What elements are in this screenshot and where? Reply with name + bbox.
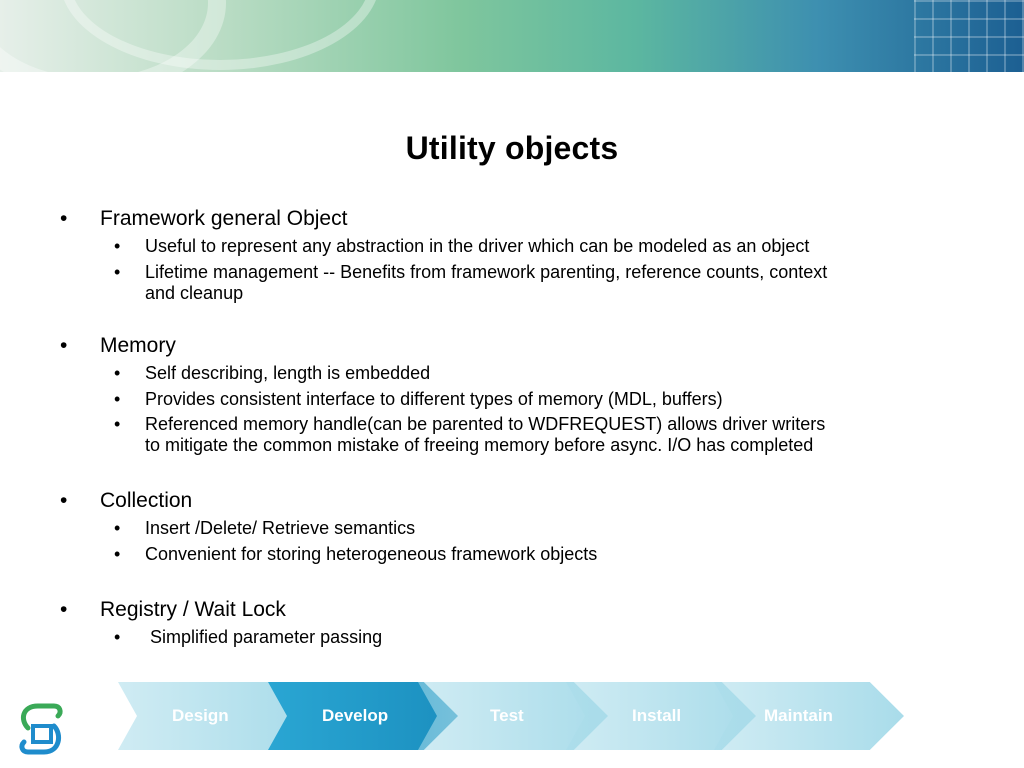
stage-label-test: Test — [490, 706, 524, 725]
section-heading: Collection — [100, 489, 193, 512]
bullet-l1: • — [60, 598, 68, 621]
bullet-l2: • — [114, 544, 121, 564]
banner-decor-grid — [914, 0, 1024, 72]
section-heading: Framework general Object — [100, 207, 348, 230]
bullet-l2: • — [114, 363, 121, 383]
logo-blue-square — [31, 724, 53, 744]
bullet-l1: • — [60, 489, 68, 512]
list-item: Convenient for storing heterogeneous fra… — [145, 544, 598, 564]
list-item: Insert /Delete/ Retrieve semantics — [145, 518, 416, 538]
lifecycle-flow: Design Develop Test Install Maintain — [0, 676, 1024, 768]
header-banner — [0, 0, 1024, 72]
list-item: Useful to represent any abstraction in t… — [145, 236, 810, 256]
bullet-l1: • — [60, 334, 68, 357]
logo-icon — [19, 703, 63, 755]
section-heading: Memory — [100, 334, 176, 357]
list-item: Self describing, length is embedded — [145, 363, 431, 383]
bullet-l2: • — [114, 236, 121, 256]
stage-label-develop: Develop — [322, 706, 389, 725]
list-item: Simplified parameter passing — [145, 627, 383, 647]
list-item: Referenced memory handle(can be parented… — [145, 414, 826, 434]
bullet-l1: • — [60, 207, 68, 230]
logo-green-stroke — [20, 703, 63, 731]
list-item: Lifetime management -- Benefits from fra… — [145, 262, 828, 282]
list-item-continued: to mitigate the common mistake of freein… — [145, 435, 814, 455]
stage-arrow-maintain — [714, 682, 904, 750]
bullet-l2: • — [114, 627, 121, 647]
stage-label-design: Design — [172, 706, 229, 725]
list-item-continued: and cleanup — [145, 283, 244, 303]
bullet-l2: • — [114, 262, 121, 282]
stage-label-install: Install — [632, 706, 682, 725]
slide-title: Utility objects — [405, 130, 619, 166]
list-item: Provides consistent interface to differe… — [145, 389, 723, 409]
bullet-l2: • — [114, 389, 121, 409]
logo-blue-stroke — [19, 723, 62, 755]
bullet-l2: • — [114, 414, 121, 434]
bullet-l2: • — [114, 518, 121, 538]
section-heading: Registry / Wait Lock — [100, 598, 286, 621]
stage-label-maintain: Maintain — [764, 706, 833, 725]
